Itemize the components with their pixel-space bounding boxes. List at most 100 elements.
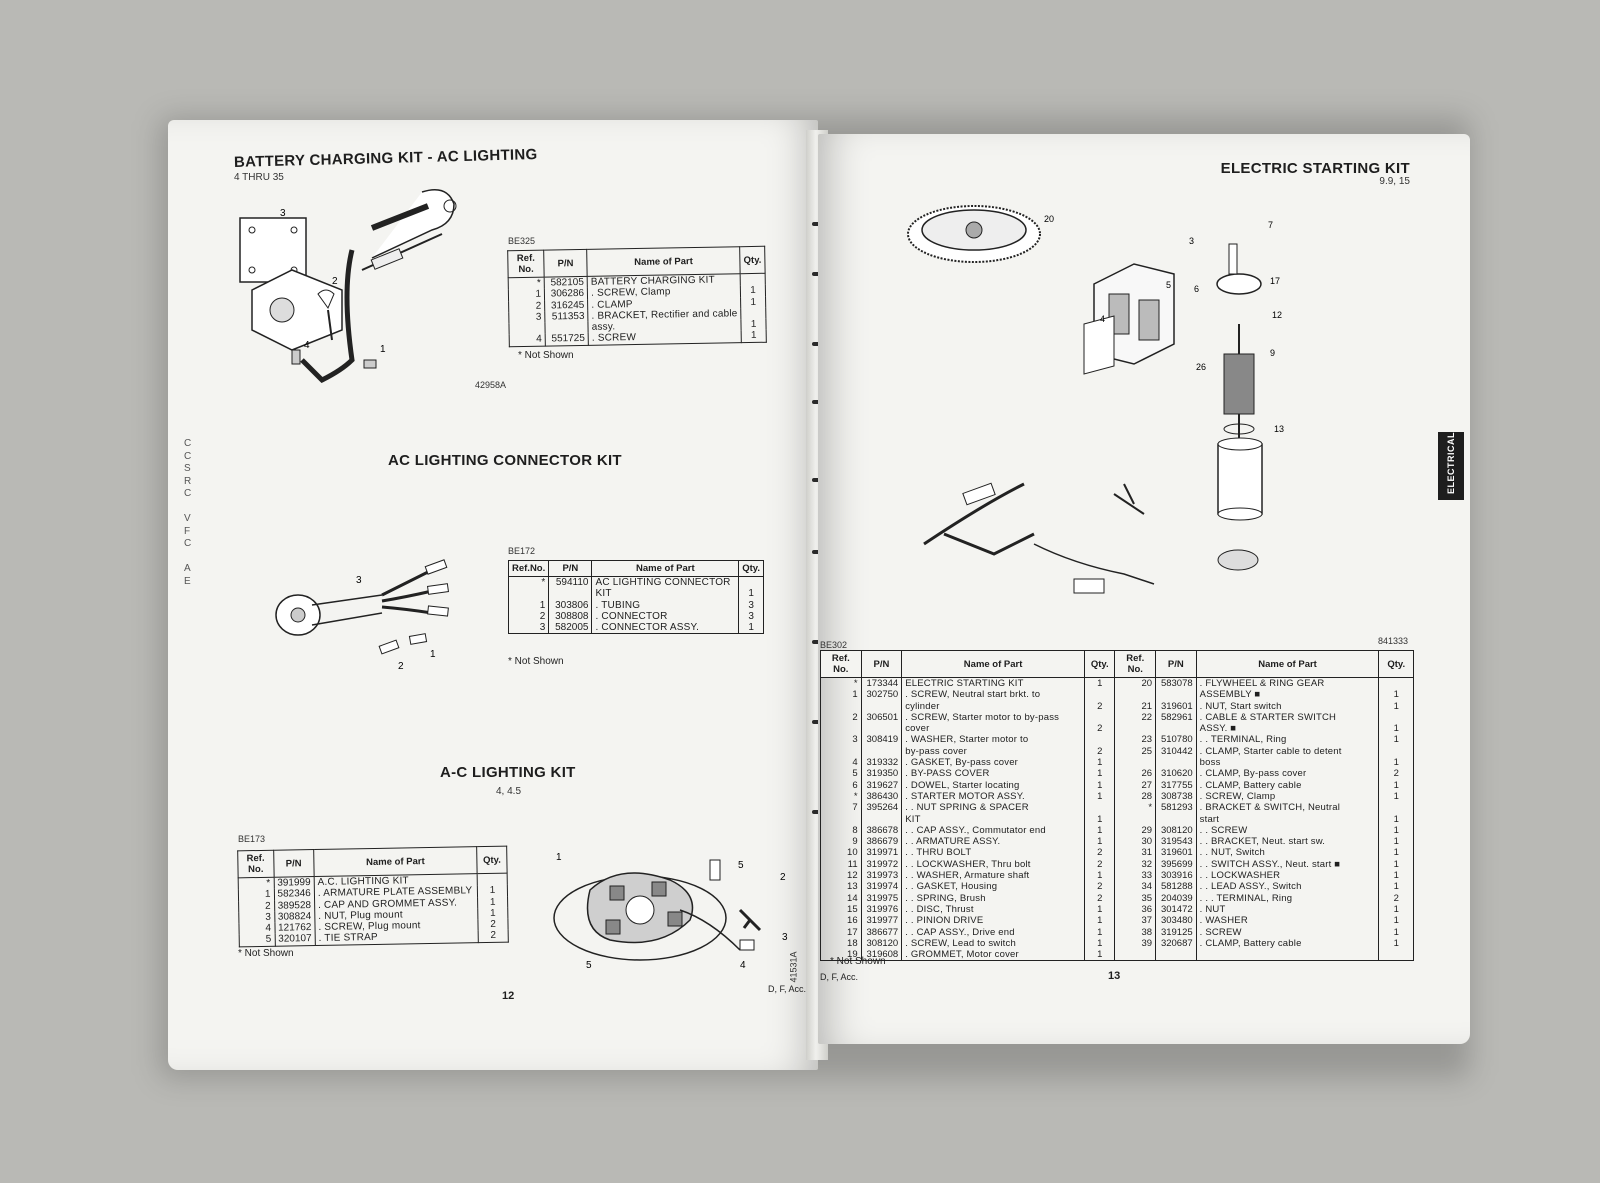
quantity: 3 <box>738 610 764 623</box>
quantity: 1 <box>1378 937 1414 950</box>
quantity <box>740 307 766 320</box>
electrical-section-tab[interactable]: ELECTRICAL <box>1438 432 1464 500</box>
quantity <box>477 873 508 886</box>
ref-no: 26 <box>1114 768 1157 780</box>
part-number: 395699 <box>1155 858 1197 871</box>
part-number <box>1155 689 1197 701</box>
part-number <box>548 588 593 600</box>
part-number: 582005 <box>548 622 593 635</box>
part-name: . GASKET, By-pass cover <box>901 757 1085 769</box>
part-name: . CLAMP, By-pass cover <box>1195 768 1380 780</box>
edge-letter: F <box>184 525 191 537</box>
part-name: . SCREW, Clamp <box>1195 790 1380 803</box>
edge-letter <box>184 551 191 564</box>
part-number: 511353 <box>544 310 589 323</box>
quantity: 1 <box>1083 813 1116 825</box>
quantity <box>738 576 764 589</box>
ref-no: 4 <box>820 757 862 769</box>
ref-no: 28 <box>1114 790 1157 803</box>
part-number: 581293 <box>1155 802 1197 814</box>
ref-no: 15 <box>820 903 862 916</box>
callout-1: 1 <box>380 344 386 355</box>
part-number: 204039 <box>1155 892 1197 904</box>
callout-17: 17 <box>1270 276 1280 286</box>
edge-letter <box>184 501 191 514</box>
part-name: AC LIGHTING CONNECTOR <box>591 576 740 589</box>
part-number: 320107 <box>274 933 316 947</box>
right-page: ELECTRIC STARTING KIT 9.9, 15 20 7 3 5 1… <box>818 134 1470 1044</box>
ref-no <box>820 700 862 712</box>
part-name: . STARTER MOTOR ASSY. <box>901 790 1085 803</box>
electric-starting-kit-title: ELECTRIC STARTING KIT <box>1220 160 1410 177</box>
column-header: Ref. No. <box>1114 650 1157 678</box>
ref-no: * <box>1114 802 1157 814</box>
left-page-number: 12 <box>502 990 515 1002</box>
part-number: 319350 <box>860 768 903 780</box>
callout-6: 6 <box>1194 284 1199 294</box>
part-number: 308120 <box>1155 824 1197 837</box>
edge-letter: C <box>184 538 192 549</box>
part-number: 582961 <box>1155 711 1197 724</box>
column-header: Qty. <box>476 846 508 874</box>
callout-2: 2 <box>780 872 786 883</box>
left-page-corner-text: D, F, Acc. <box>768 984 807 994</box>
column-header: Name of Part <box>901 650 1085 678</box>
ac-lighting-kit-figure-code: 41531A <box>788 951 799 983</box>
column-header: Name of Part <box>591 560 740 577</box>
electric-starting-kit-diagram: 20 7 3 5 17 6 12 4 9 26 13 <box>907 205 1284 594</box>
column-header: Name of Part <box>586 246 741 277</box>
column-header: Qty. <box>739 246 766 274</box>
quantity: 1 <box>1378 824 1414 837</box>
connector-kit-diagram: 3 2 1 <box>275 559 450 672</box>
battery-kit-subtitle: 4 THRU 35 <box>234 172 284 183</box>
ref-no: 2 <box>820 711 862 724</box>
edge-letter: R <box>184 475 192 487</box>
part-name: . . BRACKET, Neut. start sw. <box>1195 836 1380 848</box>
part-number: 581288 <box>1155 881 1197 893</box>
column-header: Ref. No. <box>237 850 274 878</box>
quantity: 1 <box>1378 790 1414 803</box>
part-name: . . CAP ASSY., Drive end <box>901 926 1085 938</box>
right-page-corner-text: D, F, Acc. <box>820 972 859 982</box>
ref-no: 38 <box>1114 926 1157 938</box>
ref-no: 34 <box>1114 881 1157 893</box>
ref-no: 17 <box>820 926 862 938</box>
electric-starting-kit-footnote: * Not Shown <box>830 956 886 967</box>
part-number: 121762 <box>274 922 316 935</box>
ref-no: 5 <box>820 768 862 780</box>
part-name: . CLAMP, Battery cable <box>1195 779 1380 791</box>
column-header: Qty. <box>1083 650 1116 678</box>
quantity: 1 <box>1083 937 1116 950</box>
callout-2: 2 <box>332 276 338 287</box>
connector-kit-footnote: * Not Shown <box>508 656 564 667</box>
column-header: P/N <box>548 560 593 577</box>
column-header: Qty. <box>738 560 764 577</box>
part-number: 320687 <box>1155 937 1197 950</box>
column-header: Name of Part <box>313 846 478 877</box>
ref-no: 20 <box>1114 677 1157 690</box>
ref-no: 31 <box>1114 847 1157 859</box>
part-number: 319125 <box>1155 926 1197 938</box>
callout-26: 26 <box>1196 362 1206 372</box>
ref-no: 11 <box>820 858 862 871</box>
quantity: 1 <box>741 318 767 331</box>
part-number: 308738 <box>1155 790 1197 803</box>
part-name: . . LOCKWASHER <box>1195 870 1380 882</box>
ref-no: * <box>238 877 274 890</box>
quantity: 2 <box>1378 768 1414 780</box>
quantity: 1 <box>1083 949 1116 962</box>
quantity: 1 <box>1378 847 1414 859</box>
ref-no: * <box>508 277 545 290</box>
quantity: 1 <box>1378 915 1414 927</box>
quantity: 1 <box>1378 903 1414 916</box>
